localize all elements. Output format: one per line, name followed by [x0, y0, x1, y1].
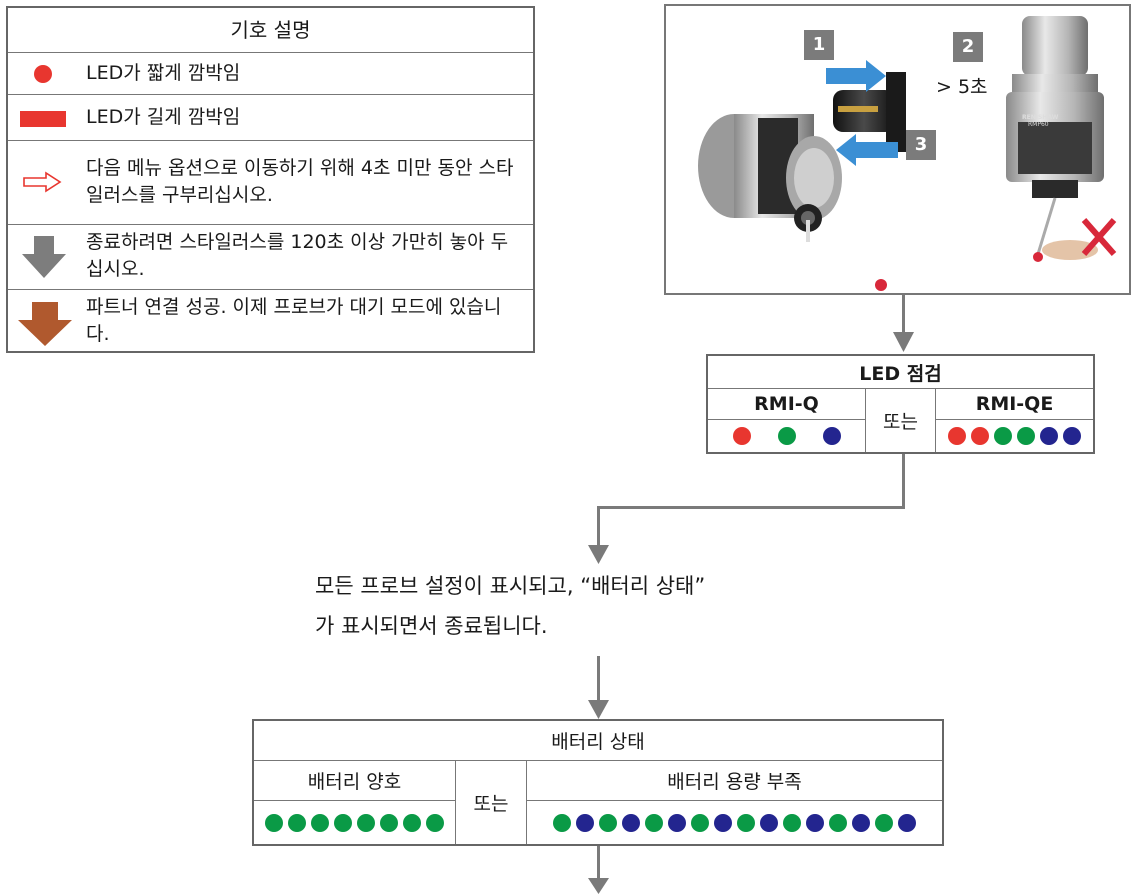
red-cross-icon — [1081, 218, 1117, 256]
blue-led-dot-icon — [806, 813, 824, 832]
green-led-dot-icon — [994, 427, 1012, 445]
connector-arrowhead-icon — [588, 878, 609, 894]
green-led-dot-icon — [645, 813, 663, 832]
blue-led-dot-icon — [822, 427, 841, 445]
connector-line — [597, 656, 600, 704]
blue-led-dot-icon — [1040, 427, 1058, 445]
green-led-dot-icon — [426, 813, 444, 832]
battery-low-led-sequence — [527, 801, 942, 844]
battery-good-led-sequence — [254, 801, 456, 844]
legend-item-wait-exit: 종료하려면 스타일러스를 120초 이상 가만히 놓아 두십시오. — [8, 224, 533, 289]
legend-item-label: LED가 짧게 깜박임 — [86, 62, 241, 84]
battery-status-table: 배터리 상태 배터리 양호 또는 배터리 용량 부족 — [252, 719, 944, 846]
legend-item-long-flash: LED가 길게 깜박임 — [8, 94, 533, 140]
outline-arrow-right-icon — [23, 171, 62, 193]
rmp60-probe-icon — [1006, 16, 1104, 262]
long-flash-bar-icon — [20, 111, 66, 127]
legend-item-label: 종료하려면 스타일러스를 120초 이상 가만히 놓아 두십시오. — [86, 231, 509, 280]
step-3-badge: 3 — [906, 130, 936, 160]
battery-icon — [833, 72, 906, 152]
step-2-badge: 2 — [953, 32, 983, 62]
red-led-dot-icon — [971, 427, 989, 445]
blue-led-dot-icon — [622, 813, 640, 832]
green-led-dot-icon — [265, 813, 283, 832]
connector-arrowhead-icon — [588, 545, 609, 564]
legend-item-short-flash: LED가 짧게 깜박임 — [8, 52, 533, 94]
led-check-title: LED 점검 — [708, 356, 1093, 389]
step-1-badge: 1 — [804, 30, 834, 60]
green-led-dot-icon — [334, 813, 352, 832]
exit-description: 모든 프로브 설정이 표시되고, “배터리 상태” 가 표시되면서 종료됩니다. — [315, 566, 705, 646]
legend-item-partner-success: 파트너 연결 성공. 이제 프로브가 대기 모드에 있습니다. — [8, 289, 533, 353]
legend-item-bend-stylus: 다음 메뉴 옵션으로 이동하기 위해 4초 미만 동안 스타일러스를 구부리십시… — [8, 140, 533, 224]
green-led-dot-icon — [691, 813, 709, 832]
green-led-dot-icon — [783, 813, 801, 832]
connector-line — [597, 506, 905, 509]
connector-arrowhead-icon — [893, 332, 914, 352]
probe-brand-label: RENISHAW — [1022, 114, 1059, 121]
green-led-dot-icon — [380, 813, 398, 832]
or-label: 또는 — [456, 761, 527, 844]
probe-body-icon — [698, 114, 842, 242]
blue-led-dot-icon — [1063, 427, 1081, 445]
blue-led-dot-icon — [714, 813, 732, 832]
probe-interface-image — [698, 16, 1117, 291]
probe-model-label: RMP60 — [1028, 121, 1049, 128]
battery-good-label: 배터리 양호 — [254, 761, 456, 801]
green-led-dot-icon — [553, 813, 571, 832]
rmi-q-led-sequence — [708, 420, 866, 452]
symbol-legend: 기호 설명 LED가 짧게 깜박임 LED가 길게 깜박임 다음 메뉴 옵션으로… — [6, 6, 535, 353]
remove-arrow-icon — [836, 134, 898, 166]
short-flash-dot-icon — [34, 65, 52, 83]
legend-item-label: 다음 메뉴 옵션으로 이동하기 위해 4초 미만 동안 스타일러스를 구부리십시… — [86, 157, 514, 206]
rmi-q-label: RMI-Q — [708, 389, 866, 420]
red-led-dot-icon — [948, 427, 966, 445]
green-led-dot-icon — [311, 813, 329, 832]
blue-led-dot-icon — [576, 813, 594, 832]
connector-line — [597, 846, 600, 882]
green-led-dot-icon — [777, 427, 796, 445]
connector-line — [597, 506, 600, 548]
rmi-qe-label: RMI-QE — [936, 389, 1093, 420]
battery-low-label: 배터리 용량 부족 — [527, 761, 942, 801]
legend-title: 기호 설명 — [230, 18, 311, 42]
legend-item-label: LED가 길게 깜박임 — [86, 106, 241, 128]
green-led-dot-icon — [288, 813, 306, 832]
red-led-icon — [875, 279, 887, 291]
connector-arrowhead-icon — [588, 700, 609, 719]
description-line-1: 모든 프로브 설정이 표시되고, “배터리 상태” — [315, 574, 706, 598]
green-led-dot-icon — [875, 813, 893, 832]
connector-line — [902, 454, 905, 509]
green-led-dot-icon — [357, 813, 375, 832]
battery-status-title: 배터리 상태 — [254, 721, 942, 761]
or-label: 또는 — [866, 389, 936, 452]
blue-led-dot-icon — [898, 813, 916, 832]
green-led-dot-icon — [599, 813, 617, 832]
led-check-table: LED 점검 RMI-Q 또는 RMI-QE — [706, 354, 1095, 454]
green-led-dot-icon — [1017, 427, 1035, 445]
red-led-dot-icon — [732, 427, 751, 445]
green-led-dot-icon — [737, 813, 755, 832]
brown-arrow-down-icon — [18, 302, 72, 346]
battery-removal-illustration: 1 2 3 > 5초 RENISHAW RMP60 — [664, 4, 1131, 295]
rmi-qe-led-sequence — [936, 420, 1093, 452]
grey-arrow-down-icon — [22, 236, 66, 278]
legend-item-label: 파트너 연결 성공. 이제 프로브가 대기 모드에 있습니다. — [86, 296, 502, 345]
hold-time-label: > 5초 — [936, 76, 988, 98]
insert-arrow-icon — [826, 60, 886, 92]
blue-led-dot-icon — [852, 813, 870, 832]
blue-led-dot-icon — [760, 813, 778, 832]
description-line-2: 가 표시되면서 종료됩니다. — [315, 614, 548, 638]
green-led-dot-icon — [829, 813, 847, 832]
blue-led-dot-icon — [668, 813, 686, 832]
connector-line — [902, 295, 905, 335]
green-led-dot-icon — [403, 813, 421, 832]
